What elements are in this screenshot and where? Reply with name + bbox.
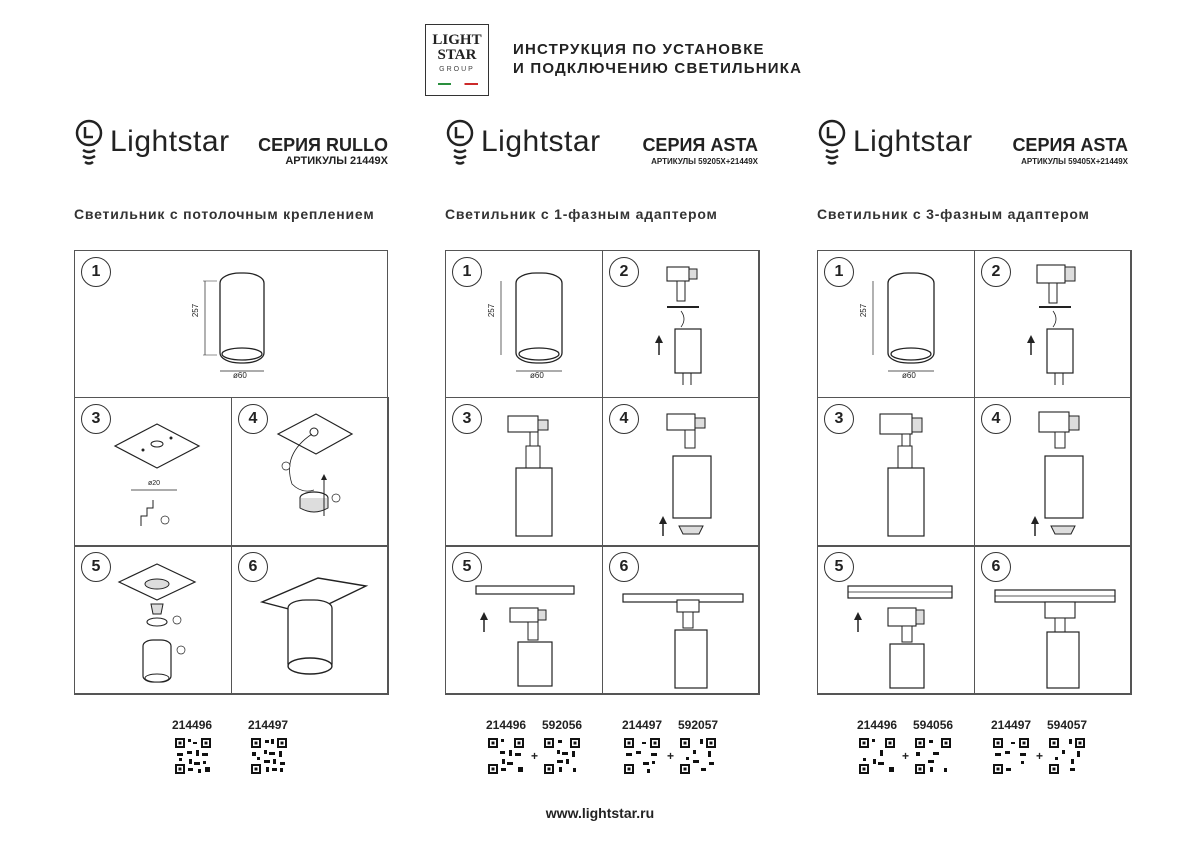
- steps-grid-col1: 1 257 ø60 3 ø20 4: [74, 250, 389, 695]
- assembly-drawing: [117, 563, 197, 683]
- diameter-dimension-label: ø60: [530, 371, 544, 380]
- track-mount-drawing: [475, 585, 575, 687]
- cylinder-dimension-drawing: [500, 272, 563, 372]
- step-cell-2: 2: [602, 250, 760, 398]
- step-cell-6: 6: [602, 545, 760, 695]
- lamp-insert-drawing: [659, 413, 712, 536]
- qr-code[interactable]: [543, 737, 581, 775]
- lightstar-group-logo: LIGHT STAR GROUP: [425, 24, 489, 96]
- adapter-assembled-drawing: [507, 415, 553, 537]
- plus-icon: +: [667, 749, 675, 763]
- qr-code[interactable]: [679, 737, 717, 775]
- step-cell-4: 4: [974, 397, 1132, 547]
- step-cell-5: 5: [817, 545, 975, 695]
- step-cell-3: 3: [445, 397, 603, 547]
- qr-code[interactable]: [174, 737, 212, 775]
- plus-icon: +: [531, 749, 539, 763]
- qr-code[interactable]: [623, 737, 661, 775]
- qr-code[interactable]: [1048, 737, 1086, 775]
- wiring-connection-drawing: [276, 413, 354, 516]
- step-cell-1: 1 257 ø60: [74, 250, 388, 398]
- step-cell-1: 1 257 ø60: [817, 250, 975, 398]
- bulb-icon: [75, 119, 103, 165]
- subtitle-col1: Светильник с потолочным креплением: [74, 206, 375, 222]
- height-dimension-label: 257: [859, 303, 869, 318]
- cylinder-dimension-drawing: [203, 272, 265, 372]
- plus-icon: +: [1036, 749, 1044, 763]
- step-cell-6: 6: [974, 545, 1132, 695]
- qr-code[interactable]: [858, 737, 896, 775]
- brand-logo-col1: Lightstar: [74, 118, 230, 166]
- bulb-icon: [446, 119, 474, 165]
- diameter-dimension-label: ø60: [233, 371, 247, 380]
- brand-logo-col2: Lightstar: [445, 118, 601, 166]
- qr-code[interactable]: [992, 737, 1030, 775]
- qr-code[interactable]: [914, 737, 952, 775]
- step-cell-6: 6: [231, 545, 389, 695]
- subtitle-col3: Светильник с 3-фазным адаптером: [817, 206, 1090, 222]
- adapter-attach-drawing: [655, 266, 702, 385]
- step-cell-3: 3 ø20: [74, 397, 232, 547]
- track-mount-drawing: [847, 585, 953, 689]
- step-cell-5: 5: [445, 545, 603, 695]
- cylinder-dimension-drawing: [872, 272, 935, 372]
- document-title: ИНСТРУКЦИЯ ПО УСТАНОВКЕ И ПОДКЛЮЧЕНИЮ СВ…: [513, 41, 803, 77]
- adapter-attach-drawing: [1027, 264, 1076, 385]
- mounting-plate-drawing: [113, 423, 201, 526]
- qr-code[interactable]: [487, 737, 525, 775]
- plus-icon: +: [902, 749, 910, 763]
- diameter-dimension-label: ø60: [902, 371, 916, 380]
- steps-grid-col2: 1 257 ø60 2 3: [445, 250, 760, 695]
- adapter-assembled-drawing: [879, 413, 925, 537]
- series-block-col1: СЕРИЯ RULLO АРТИКУЛЫ 21449X: [258, 135, 388, 167]
- lamp-insert-drawing: [1031, 411, 1084, 536]
- bulb-icon: [818, 119, 846, 165]
- step-cell-3: 3: [817, 397, 975, 547]
- website-link[interactable]: www.lightstar.ru: [545, 805, 655, 821]
- installed-fixture-drawing: [259, 577, 369, 675]
- step-cell-4: 4: [231, 397, 389, 547]
- height-dimension-label: 257: [487, 303, 497, 318]
- step-cell-2: 2: [974, 250, 1132, 398]
- series-block-col2: СЕРИЯ ASTA АРТИКУЛЫ 59205X+21449X: [642, 135, 758, 166]
- height-dimension-label: 257: [191, 303, 201, 318]
- italian-flag-stripe: [438, 83, 478, 85]
- steps-grid-col3: 1 257 ø60 2 3: [817, 250, 1132, 695]
- track-installed-drawing: [622, 593, 744, 689]
- step-cell-5: 5: [74, 545, 232, 695]
- track-installed-drawing: [994, 589, 1116, 689]
- step-cell-4: 4: [602, 397, 760, 547]
- subtitle-col2: Светильник с 1-фазным адаптером: [445, 206, 718, 222]
- hole-dimension-label: ø20: [148, 480, 161, 487]
- step-cell-1: 1 257 ø60: [445, 250, 603, 398]
- brand-logo-col3: Lightstar: [817, 118, 973, 166]
- series-block-col3: СЕРИЯ ASTA АРТИКУЛЫ 59405X+21449X: [1012, 135, 1128, 166]
- qr-code[interactable]: [250, 737, 288, 775]
